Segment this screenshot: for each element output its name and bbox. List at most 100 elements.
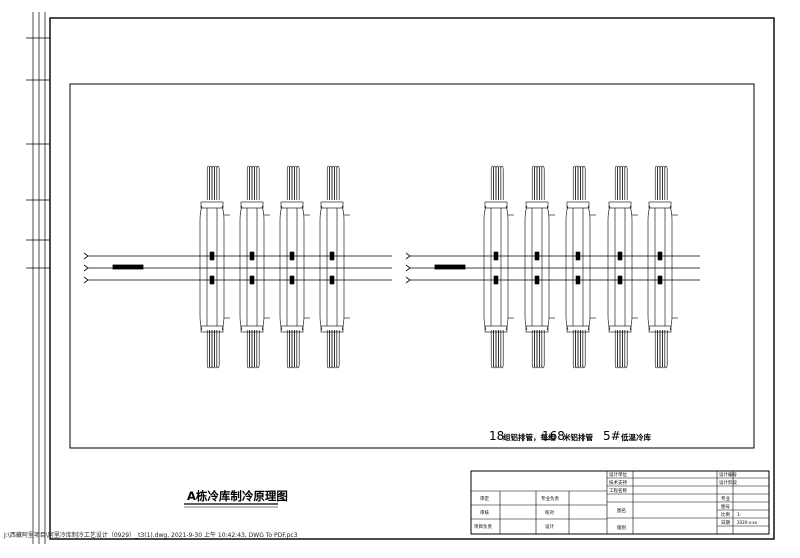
- coil-bottom: [246, 330, 250, 369]
- valve: [534, 275, 540, 285]
- coil-top: [209, 165, 213, 200]
- coil-top: [657, 165, 661, 200]
- coil-top: [289, 165, 293, 200]
- coil-top: [622, 165, 626, 200]
- note-text-b: 米铝排管: [563, 432, 593, 442]
- header-bottom: [648, 325, 672, 333]
- coil-top: [211, 165, 215, 200]
- coil-bottom: [659, 330, 663, 369]
- tb-project-name: 工程名称: [609, 487, 627, 494]
- coil-top: [326, 165, 330, 200]
- tb-check: 校对: [545, 509, 554, 516]
- coil-bottom: [291, 330, 295, 369]
- coil-bottom: [498, 330, 502, 369]
- coil-bottom: [329, 330, 333, 369]
- tb-scale-value: 1:: [737, 512, 741, 518]
- valve: [249, 275, 255, 285]
- coil-top: [329, 165, 333, 200]
- header-bottom: [525, 325, 549, 333]
- tb-major-lead: 专业负责: [541, 495, 559, 502]
- coil-bottom: [336, 330, 340, 369]
- note-room-text: 低温冷库: [620, 432, 651, 442]
- valve: [329, 251, 335, 261]
- coil-top: [541, 165, 545, 200]
- coil-top: [572, 165, 576, 200]
- valve: [657, 275, 663, 285]
- coil-top: [577, 165, 581, 200]
- coil-top: [246, 165, 250, 200]
- coil-bottom: [664, 330, 668, 369]
- outer-frame: [49, 17, 775, 540]
- coil-bottom: [662, 330, 666, 369]
- coil-top: [664, 165, 668, 200]
- coil-top: [206, 165, 210, 200]
- header-top: [200, 201, 224, 209]
- coil-top: [336, 165, 340, 200]
- evaporator-group: [239, 165, 270, 369]
- pipe-arrow: [405, 264, 411, 272]
- coil-top: [296, 165, 300, 200]
- valve: [493, 275, 499, 285]
- drawing-title: A栋冷库制冷原理图: [187, 489, 288, 503]
- valve: [617, 275, 623, 285]
- coil-bottom: [334, 330, 338, 369]
- evaporator-groups: [199, 165, 678, 369]
- coil-bottom: [531, 330, 535, 369]
- header-top: [525, 201, 549, 209]
- valve: [493, 251, 499, 261]
- coil-top: [493, 165, 497, 200]
- header-top: [648, 201, 672, 209]
- evaporator-group: [607, 165, 638, 369]
- header-bottom: [566, 325, 590, 333]
- pipe-label-block: [112, 264, 144, 270]
- coil-bottom: [614, 330, 618, 369]
- coil-top: [495, 165, 499, 200]
- tb-design: 设计: [545, 523, 554, 530]
- valve: [657, 251, 663, 261]
- evaporator-group: [647, 165, 678, 369]
- tb-tech-support: 技术支持: [609, 479, 627, 486]
- coil-top: [334, 165, 338, 200]
- coil-bottom: [256, 330, 260, 369]
- coil-bottom: [294, 330, 298, 369]
- valve: [575, 275, 581, 285]
- coil-bottom: [254, 330, 258, 369]
- coil-top: [659, 165, 663, 200]
- title-block: [470, 470, 770, 535]
- coil-bottom: [541, 330, 545, 369]
- coil-top: [534, 165, 538, 200]
- coil-bottom: [657, 330, 661, 369]
- tb-scale: 比例: [721, 511, 730, 518]
- coil-bottom: [619, 330, 623, 369]
- coil-top: [331, 165, 335, 200]
- valve: [209, 251, 215, 261]
- tb-drawing-no: 图号: [721, 504, 730, 510]
- header-top: [608, 201, 632, 209]
- tb-drawing-name: 图名: [617, 507, 626, 514]
- evaporator-group: [483, 165, 514, 369]
- note-count-b: 168: [542, 429, 565, 443]
- coil-top: [654, 165, 658, 200]
- pipe-arrow: [83, 252, 89, 260]
- note-room-no: 5#: [603, 429, 621, 443]
- coil-bottom: [286, 330, 290, 369]
- coil-bottom: [211, 330, 215, 369]
- tb-version: 版别: [617, 524, 626, 531]
- coil-top: [539, 165, 543, 200]
- header-top: [484, 201, 508, 209]
- tb-design-unit: 设计单位: [609, 471, 627, 478]
- tb-audit: 审核: [480, 509, 489, 516]
- header-top: [240, 201, 264, 209]
- coil-bottom: [624, 330, 628, 369]
- coil-bottom: [289, 330, 293, 369]
- valve: [329, 275, 335, 285]
- coil-bottom: [534, 330, 538, 369]
- coil-bottom: [331, 330, 335, 369]
- tb-design-stage: 设计阶段: [719, 479, 737, 486]
- coil-bottom: [249, 330, 253, 369]
- coil-top: [286, 165, 290, 200]
- coil-bottom: [490, 330, 494, 369]
- tb-project-lead: 项目负责: [474, 523, 492, 530]
- pipe-arrow: [405, 252, 411, 260]
